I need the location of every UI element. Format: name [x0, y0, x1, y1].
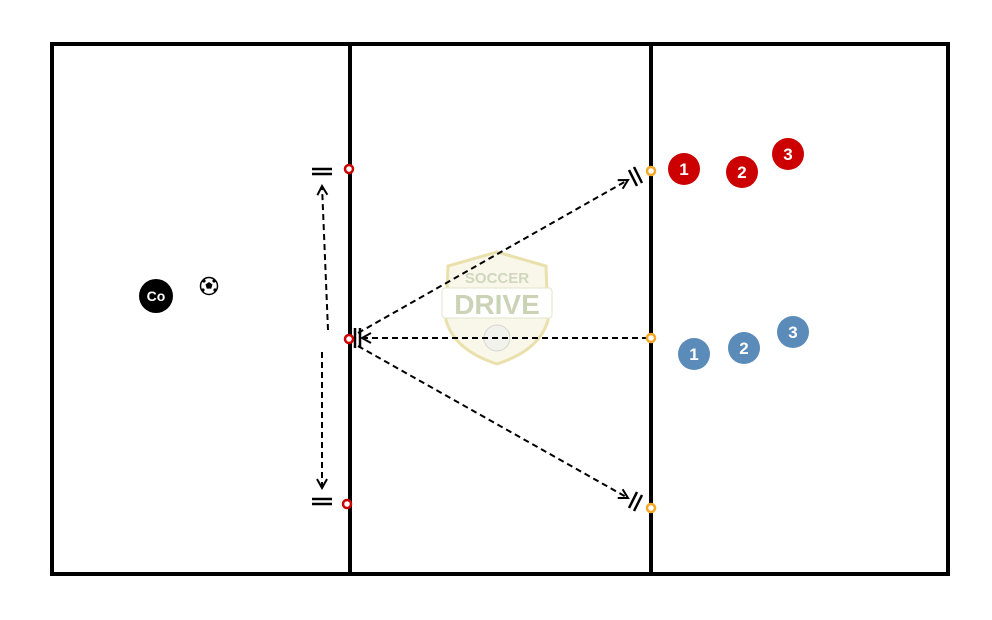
orange-cone-center: [645, 332, 657, 344]
orange-cone-bottom: [645, 502, 657, 514]
pass-arrows: [322, 180, 648, 498]
red-player-3-label: 3: [783, 145, 792, 164]
arrow-center-to-bottom-right: [357, 345, 628, 498]
stop-mark-bottom-right: [627, 491, 644, 512]
red-team: 1 2 3: [668, 138, 804, 188]
stop-mark-center: [353, 328, 362, 348]
blue-team: 1 2 3: [678, 316, 809, 370]
coach-label: Co: [147, 288, 166, 304]
blue-player-3: 3: [777, 316, 809, 348]
field: [50, 42, 950, 576]
cones: [341, 163, 657, 514]
red-cone-center: [343, 333, 355, 345]
arrow-center-to-top-right: [357, 180, 628, 334]
stop-mark-top-left: [312, 167, 332, 176]
blue-player-3-label: 3: [788, 323, 797, 342]
stop-mark-bottom-left: [312, 497, 332, 506]
red-cone-bottom: [341, 498, 353, 510]
blue-player-1: 1: [678, 338, 710, 370]
watermark-banner: [441, 287, 553, 319]
watermark-top-text: SOCCER: [465, 270, 529, 287]
blue-player-1-label: 1: [689, 345, 698, 364]
orange-cone-top: [645, 165, 657, 177]
field-boundary: [50, 42, 950, 576]
blue-player-2-label: 2: [739, 339, 748, 358]
red-cone-top: [343, 163, 355, 175]
red-player-1: 1: [668, 153, 700, 185]
soccer-ball-icon: [199, 276, 219, 296]
stop-marks: [312, 166, 644, 512]
stop-mark-top-right: [627, 166, 644, 187]
red-player-3: 3: [772, 138, 804, 170]
red-player-2-label: 2: [737, 163, 746, 182]
blue-player-2: 2: [728, 332, 760, 364]
arrow-up-to-top-cone: [322, 186, 329, 331]
watermark-main-text: DRIVE: [454, 289, 540, 320]
red-player-1-label: 1: [679, 160, 688, 179]
coach: Co: [139, 279, 173, 313]
soccer-drive-watermark: SOCCER DRIVE: [441, 250, 553, 366]
red-player-2: 2: [726, 156, 758, 188]
coach-marker: [139, 279, 173, 313]
